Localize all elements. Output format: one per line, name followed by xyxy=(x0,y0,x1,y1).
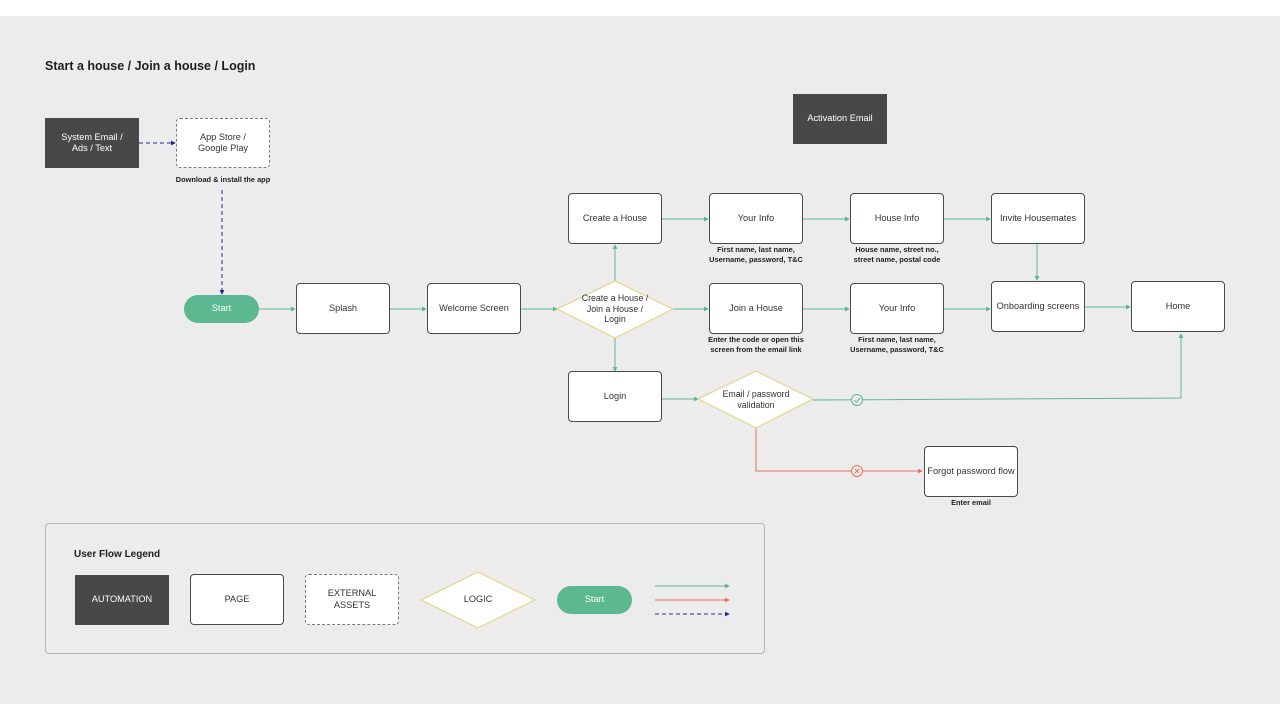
login-node[interactable]: Login xyxy=(568,371,662,422)
your-info-top-node[interactable]: Your Info xyxy=(709,193,803,244)
join-house-node[interactable]: Join a House xyxy=(709,283,803,334)
create-house-node[interactable]: Create a House xyxy=(568,193,662,244)
legend-panel xyxy=(45,523,765,654)
app-store-node[interactable]: App Store / Google Play xyxy=(176,118,270,168)
legend-logic-label: LOGIC xyxy=(463,594,493,605)
welcome-screen-node[interactable]: Welcome Screen xyxy=(427,283,521,334)
house-info-node[interactable]: House Info xyxy=(850,193,944,244)
your-info-mid-caption: First name, last name, Username, passwor… xyxy=(850,335,944,355)
decision-label[interactable]: Create a House / Join a House / Login xyxy=(581,293,649,325)
legend-automation: AUTOMATION xyxy=(75,575,169,625)
your-info-mid-node[interactable]: Your Info xyxy=(850,283,944,334)
legend-start: Start xyxy=(557,586,632,614)
download-caption: Download & install the app xyxy=(175,175,271,184)
legend-page: PAGE xyxy=(190,574,284,625)
legend-external-assets: EXTERNAL ASSETS xyxy=(305,574,399,625)
system-email-node[interactable]: System Email / Ads / Text xyxy=(45,118,139,168)
house-info-caption: House name, street no., street name, pos… xyxy=(853,245,941,265)
home-node[interactable]: Home xyxy=(1131,281,1225,332)
forgot-password-node[interactable]: Forgot password flow xyxy=(924,446,1018,497)
arrow-validation-to-home xyxy=(812,333,1184,401)
onboarding-node[interactable]: Onboarding screens xyxy=(991,281,1085,332)
start-node[interactable]: Start xyxy=(184,295,259,323)
decision-diamond xyxy=(555,280,675,339)
validation-diamond xyxy=(696,370,815,429)
validation-label[interactable]: Email / password validation xyxy=(722,389,790,410)
invite-housemates-node[interactable]: Invite Housemates xyxy=(991,193,1085,244)
join-house-caption: Enter the code or open this screen from … xyxy=(708,335,804,355)
your-info-top-caption: First name, last name, Username, passwor… xyxy=(709,245,803,265)
legend-logic-diamond xyxy=(419,571,537,629)
arrow-validation-to-forgot xyxy=(755,428,923,474)
flow-title: Start a house / Join a house / Login xyxy=(45,59,256,73)
activation-email-node[interactable]: Activation Email xyxy=(793,94,887,144)
success-check-icon xyxy=(851,394,863,406)
forgot-password-caption: Enter email xyxy=(951,498,991,507)
legend-title: User Flow Legend xyxy=(74,549,161,560)
splash-node[interactable]: Splash xyxy=(296,283,390,334)
